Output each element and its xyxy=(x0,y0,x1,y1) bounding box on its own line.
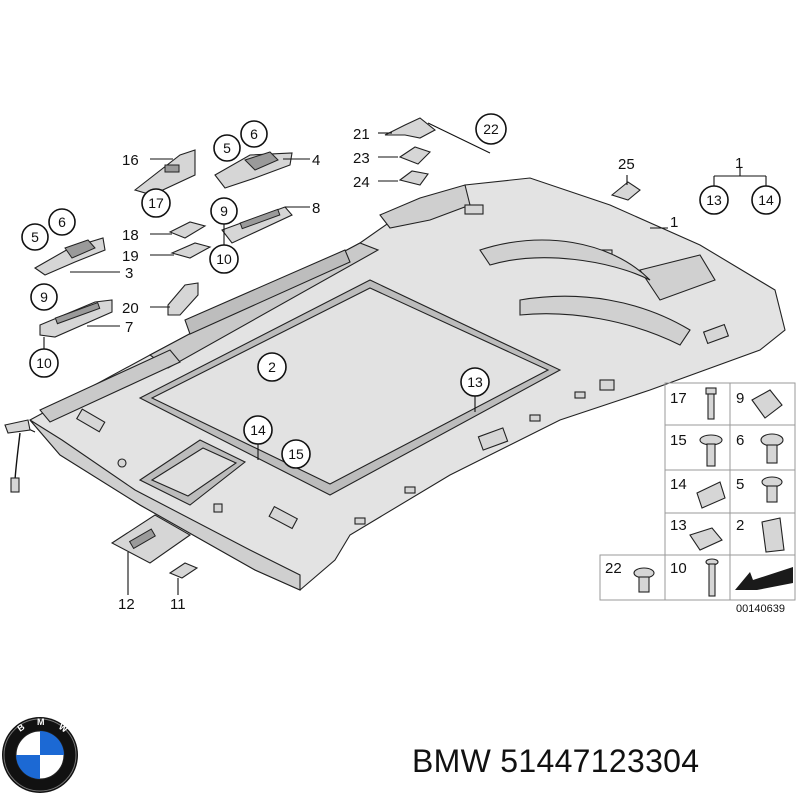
label-11: 11 xyxy=(170,596,186,613)
svg-text:10: 10 xyxy=(36,355,52,371)
table-label-2: 2 xyxy=(736,517,744,534)
svg-text:6: 6 xyxy=(58,214,66,230)
callout-circle-14-mid: 14 xyxy=(243,415,273,445)
clip-13 xyxy=(689,527,723,551)
screw-15 xyxy=(699,434,723,467)
push-pin-6 xyxy=(760,433,784,464)
part-16 xyxy=(133,149,196,196)
callout-labels: 16 4 8 18 19 3 20 7 12 11 21 23 24 25 1 … xyxy=(118,126,743,613)
screw-17 xyxy=(705,387,717,420)
label-1-top: 1 xyxy=(735,155,743,172)
callout-circle-22: 22 xyxy=(475,113,507,145)
callout-circle-2: 2 xyxy=(257,352,287,382)
antenna-cable xyxy=(4,419,31,493)
label-16: 16 xyxy=(122,152,139,169)
svg-text:14: 14 xyxy=(758,192,774,208)
svg-text:22: 22 xyxy=(483,121,499,137)
callout-circle-13-mid: 13 xyxy=(460,367,490,397)
part-20 xyxy=(167,282,199,316)
svg-text:9: 9 xyxy=(40,289,48,305)
label-19: 19 xyxy=(122,248,139,265)
callout-circle-5-lower: 5 xyxy=(21,223,49,251)
logo-letter-m: M xyxy=(37,717,45,727)
diagram-number: 00140639 xyxy=(736,603,785,615)
part-12 xyxy=(110,514,192,564)
part-25 xyxy=(610,181,641,201)
label-1-main: 1 xyxy=(670,214,678,231)
callout-circle-6-lower: 6 xyxy=(48,208,76,236)
label-25: 25 xyxy=(618,156,635,173)
part-19 xyxy=(170,242,212,259)
bmw-logo: B M W xyxy=(2,717,78,793)
part-3 xyxy=(33,237,106,276)
callout-circle-6-upper: 6 xyxy=(240,120,268,148)
svg-text:17: 17 xyxy=(148,195,164,211)
callout-circle-13-top: 13 xyxy=(699,185,729,215)
part-23 xyxy=(398,146,432,165)
svg-text:14: 14 xyxy=(250,422,266,438)
table-label-6: 6 xyxy=(736,432,744,449)
table-label-9: 9 xyxy=(736,390,744,407)
clip-14 xyxy=(696,481,726,509)
logo-letter-b: B xyxy=(15,721,26,733)
label-4: 4 xyxy=(312,152,320,169)
label-7: 7 xyxy=(125,319,133,336)
callout-circle-10-lower: 10 xyxy=(29,348,59,378)
part-number-caption: BMW 51447123304 xyxy=(412,743,700,779)
label-8: 8 xyxy=(312,200,320,217)
label-24: 24 xyxy=(353,174,370,191)
callout-circle-5-upper: 5 xyxy=(213,134,241,162)
table-label-5: 5 xyxy=(736,476,744,493)
arrow-icon xyxy=(735,567,793,590)
svg-text:15: 15 xyxy=(288,446,304,462)
part-18 xyxy=(168,221,207,239)
headliner-panel xyxy=(19,177,786,591)
callout-circle-15: 15 xyxy=(281,439,311,469)
callout-circle-9-upper: 9 xyxy=(210,197,238,225)
table-label-15: 15 xyxy=(670,432,687,449)
push-pin-22 xyxy=(633,567,655,593)
label-3: 3 xyxy=(125,265,133,282)
table-label-17: 17 xyxy=(670,390,687,407)
table-label-10: 10 xyxy=(670,560,687,577)
table-label-13: 13 xyxy=(670,517,687,534)
part-11 xyxy=(168,562,199,579)
fastener-table: 17 9 15 6 14 5 13 2 22 10 xyxy=(599,382,796,601)
part-24 xyxy=(398,170,429,186)
part-21 xyxy=(384,117,436,139)
svg-text:2: 2 xyxy=(268,359,276,375)
screw-10 xyxy=(705,558,719,597)
svg-text:13: 13 xyxy=(467,374,483,390)
clip-2 xyxy=(761,517,785,553)
part-7 xyxy=(39,299,113,338)
callout-circle-10-upper: 10 xyxy=(209,244,239,274)
svg-text:5: 5 xyxy=(31,229,39,245)
circled-callouts: 5 6 17 9 10 6 5 9 10 22 13 14 2 13 14 15 xyxy=(21,113,781,469)
callout-circle-14-top: 14 xyxy=(751,185,781,215)
label-20: 20 xyxy=(122,300,139,317)
label-21: 21 xyxy=(353,126,370,143)
svg-text:9: 9 xyxy=(220,203,228,219)
callout-circle-17: 17 xyxy=(141,188,171,218)
push-pin-5 xyxy=(761,476,783,503)
label-23: 23 xyxy=(353,150,370,167)
svg-text:13: 13 xyxy=(706,192,722,208)
callout-circle-9-lower: 9 xyxy=(30,283,58,311)
clip-9 xyxy=(751,389,783,419)
part-4 xyxy=(214,151,293,189)
label-12: 12 xyxy=(118,596,135,613)
table-label-22: 22 xyxy=(605,560,622,577)
svg-text:6: 6 xyxy=(250,126,258,142)
part-8 xyxy=(221,206,293,244)
label-18: 18 xyxy=(122,227,139,244)
table-label-14: 14 xyxy=(670,476,687,493)
svg-text:5: 5 xyxy=(223,140,231,156)
svg-text:10: 10 xyxy=(216,251,232,267)
